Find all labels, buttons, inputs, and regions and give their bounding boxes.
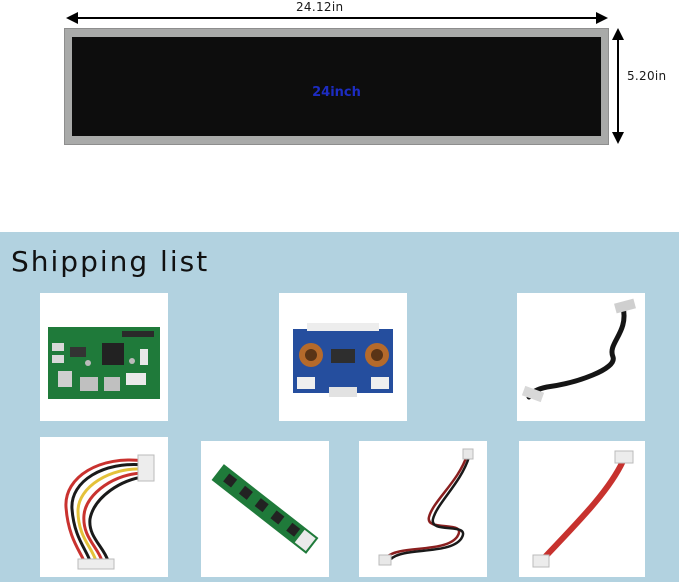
lcd-screen: 24inch <box>72 37 601 136</box>
width-dimension-label: 24.12in <box>296 0 344 14</box>
button-keypad-board-icon <box>211 464 319 554</box>
lvds-cable-icon <box>521 298 636 403</box>
item-keypad-cable <box>359 441 487 577</box>
power-wire-harness-icon <box>64 454 155 570</box>
product-dimension-area: 24.12in 5.20in 24inch <box>0 0 679 232</box>
keypad-cable-icon <box>378 448 474 566</box>
inverter-board-icon <box>293 323 393 397</box>
height-dimension-label: 5.20in <box>627 69 667 83</box>
item-lvds-cable <box>517 293 645 421</box>
item-backlight-cable <box>519 441 645 577</box>
item-button-keypad-board <box>201 441 329 577</box>
shipping-list-section: Shipping list <box>0 232 679 582</box>
item-controller-board <box>40 293 168 421</box>
panel-size-label: 24inch <box>312 85 361 100</box>
backlight-cable-icon <box>532 450 634 568</box>
item-power-wire-harness <box>40 437 168 577</box>
width-dimension-arrow <box>66 12 624 144</box>
lcd-panel: 24inch <box>64 28 609 145</box>
controller-board-icon <box>48 327 160 399</box>
shipping-list-title: Shipping list <box>11 245 210 278</box>
item-inverter-board <box>279 293 407 421</box>
